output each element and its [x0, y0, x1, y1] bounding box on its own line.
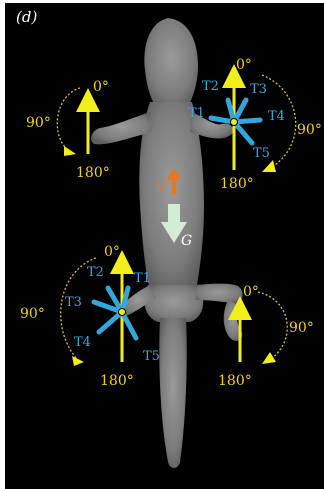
- lower-left-arc-head: [72, 356, 84, 366]
- lower-left-toe-label-3: T3: [65, 295, 82, 310]
- panel-label: (d): [16, 8, 37, 26]
- upper-right-arc-head: [262, 160, 276, 172]
- gecko-body: [91, 18, 242, 468]
- lower-right-arc: [258, 292, 287, 358]
- lower-left-one-eighty-label: 180°: [100, 373, 134, 389]
- upper-right-one-eighty-label: 180°: [220, 176, 254, 192]
- velocity-label: v: [157, 179, 165, 195]
- upper-left-arc: [57, 88, 80, 150]
- lower-left-angle-indicator: 0° 90° 180° T1 T2 T3 T4 T5: [20, 244, 160, 389]
- lower-left-zero-label: 0°: [104, 244, 120, 260]
- upper-right-toe-label-1: T1: [188, 106, 205, 121]
- lower-right-one-eighty-label: 180°: [218, 373, 252, 389]
- lower-left-toe-label-1: T1: [134, 271, 151, 286]
- upper-right-toe-label-5: T5: [253, 146, 270, 161]
- upper-right-ninety-label: 90°: [297, 122, 322, 138]
- lower-right-arc-head: [262, 352, 276, 364]
- upper-left-arc-head: [64, 146, 76, 156]
- gravity-arrow-shaft: [168, 204, 180, 224]
- upper-left-one-eighty-label: 180°: [76, 165, 110, 181]
- upper-right-zero-label: 0°: [236, 57, 252, 73]
- upper-right-foot-center: [231, 119, 238, 126]
- lower-left-toe-label-2: T2: [87, 265, 104, 280]
- lower-left-ninety-label: 90°: [20, 306, 45, 322]
- upper-right-toe-label-2: T2: [202, 79, 219, 94]
- lower-left-foot-center: [119, 309, 126, 316]
- lower-left-toe-label-4: T4: [74, 335, 91, 350]
- upper-right-toe-label-3: T3: [250, 82, 267, 97]
- gravity-label: G: [181, 233, 192, 249]
- upper-left-zero-label: 0°: [93, 79, 109, 95]
- upper-right-toe-5: [234, 122, 252, 143]
- lower-right-ninety-label: 90°: [289, 320, 314, 336]
- lower-left-toe-label-5: T5: [143, 349, 160, 364]
- upper-left-ninety-label: 90°: [26, 115, 51, 131]
- lower-left-toe-5: [122, 312, 136, 338]
- lower-right-zero-label: 0°: [243, 284, 259, 300]
- lower-left-toe-4: [99, 312, 122, 332]
- upper-right-toe-label-4: T4: [268, 109, 285, 124]
